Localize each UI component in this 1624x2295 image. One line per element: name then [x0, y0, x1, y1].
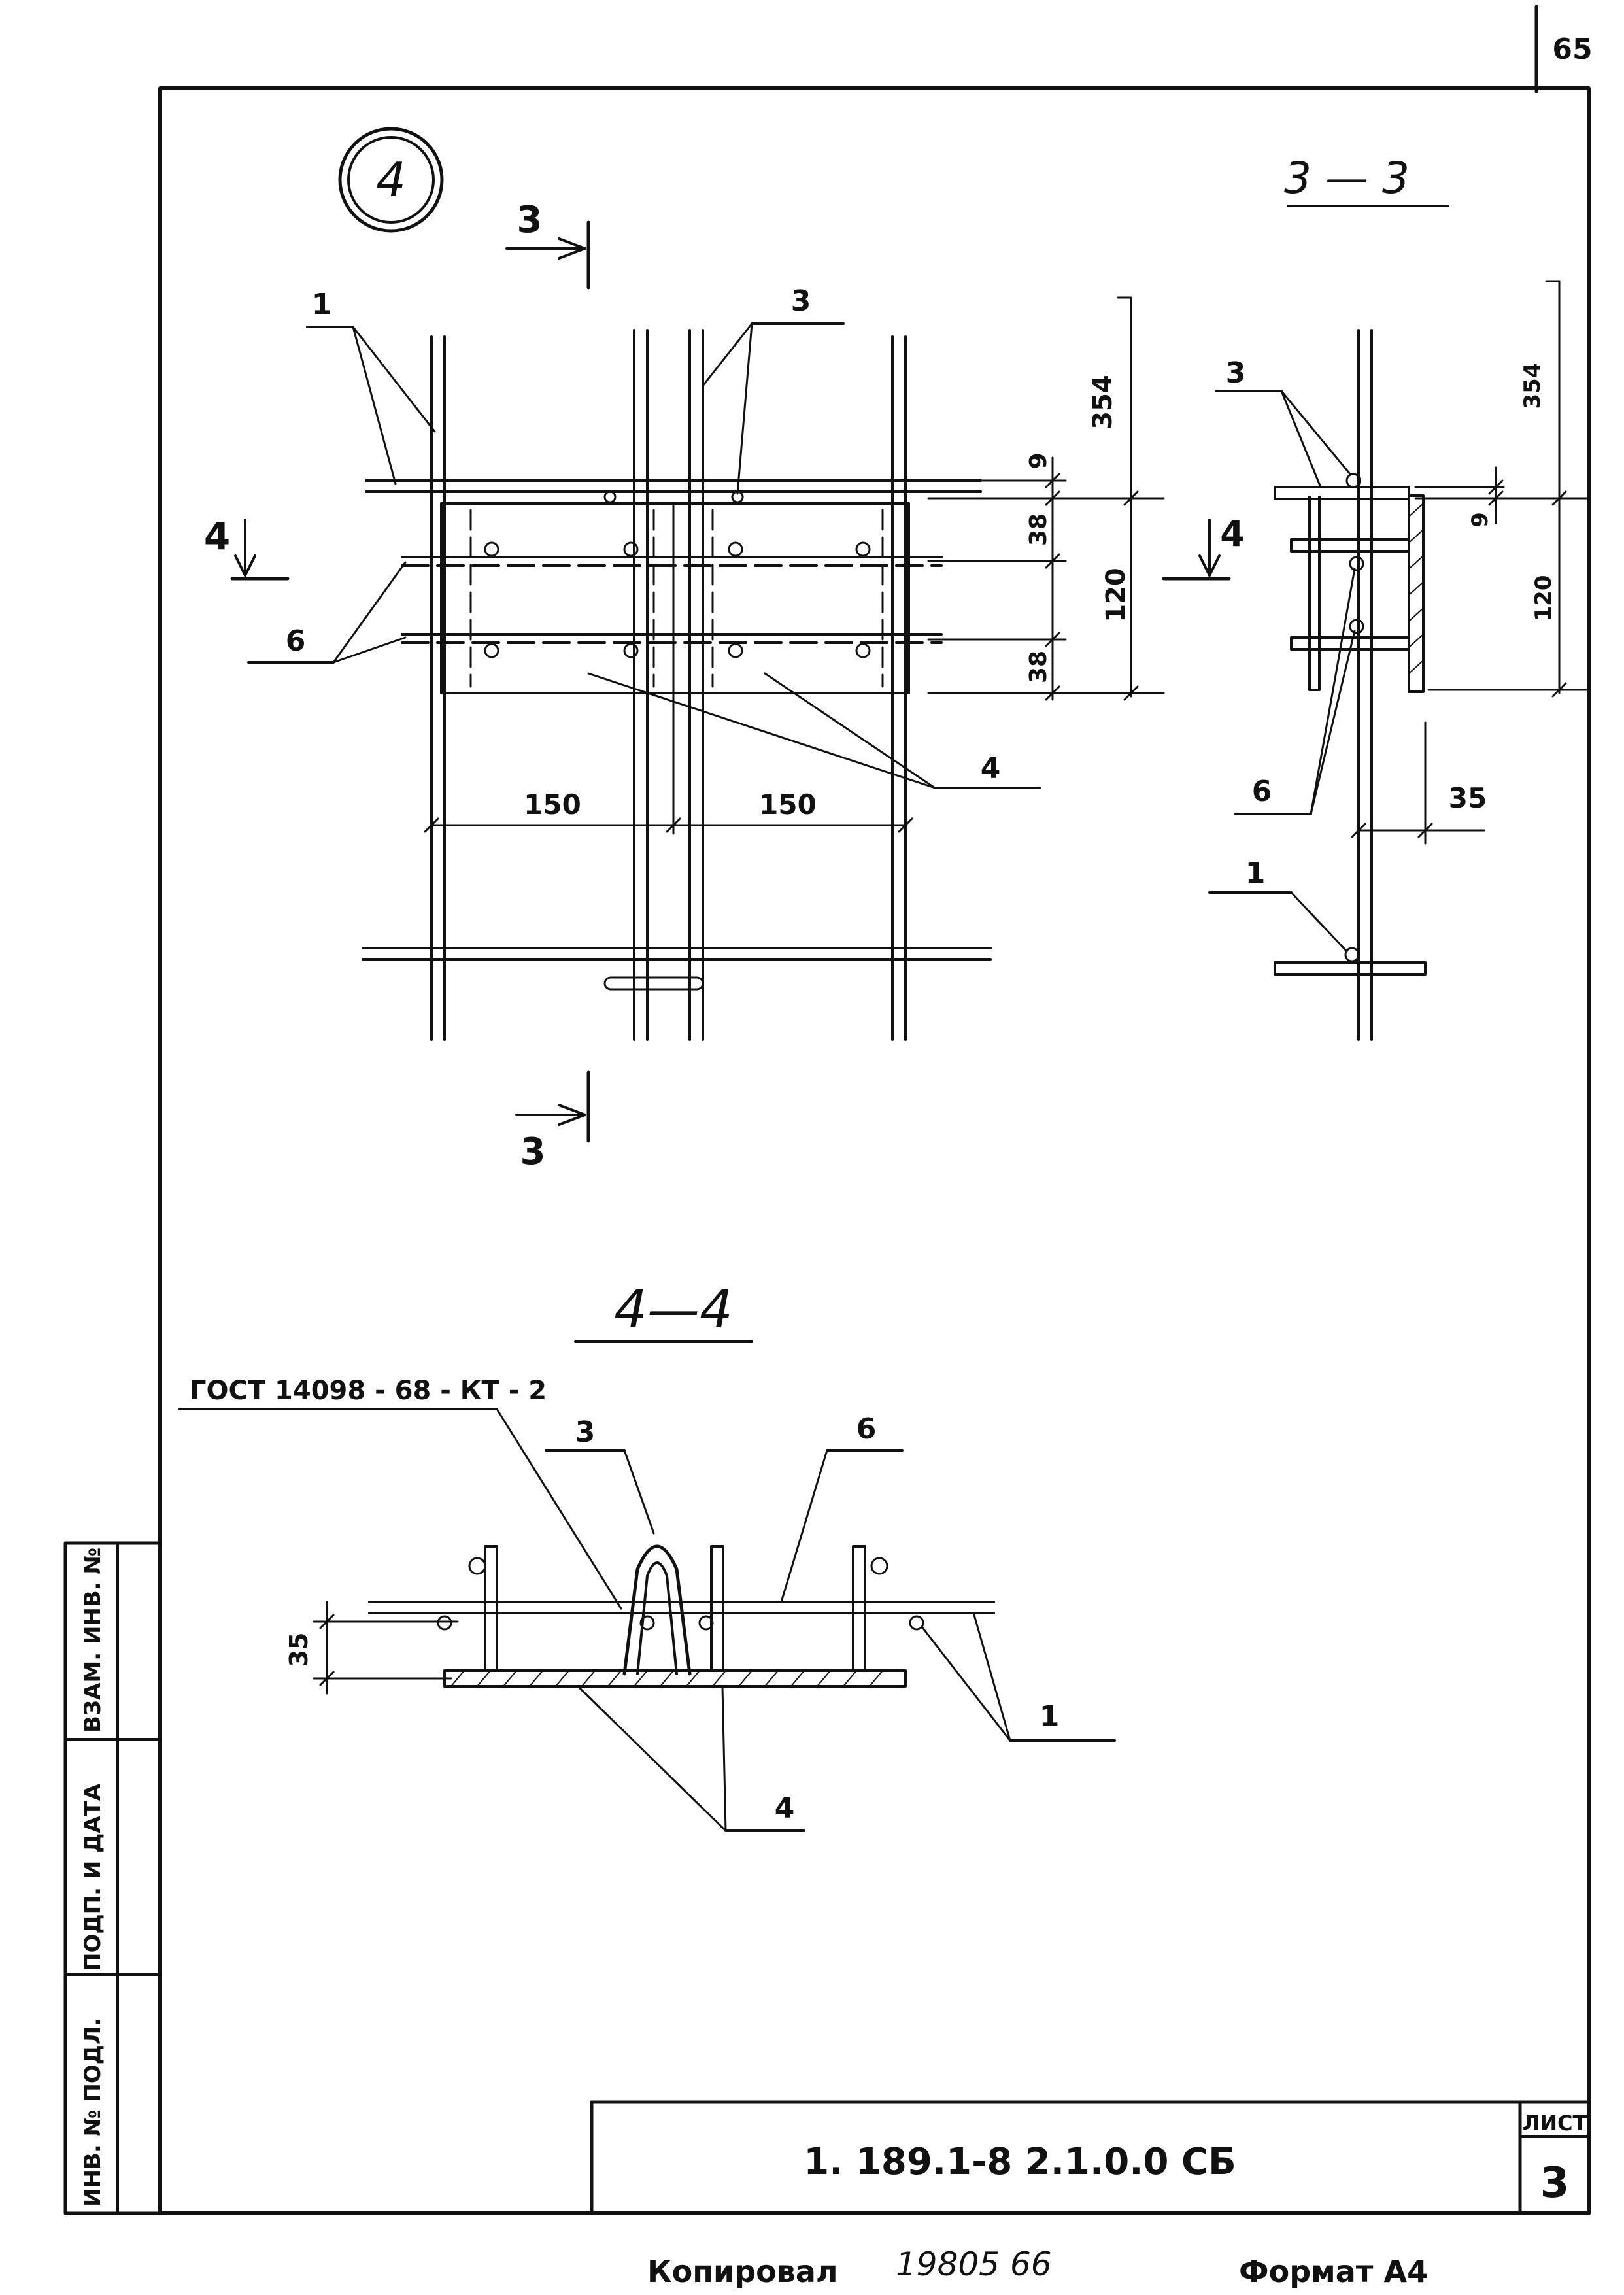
s33-dim-120: 120 — [1531, 575, 1557, 622]
s33-leader-3: 3 — [1226, 356, 1246, 390]
gost-note: ГОСТ 14098 - 68 - КТ - 2 — [190, 1376, 547, 1406]
page-number-area: 65 — [1534, 5, 1593, 94]
section-3-3-title: 3 — 3 — [1284, 153, 1410, 203]
s44-leader-1: 1 — [1040, 1700, 1060, 1733]
s33-leader-1: 1 — [1245, 857, 1266, 890]
plan-dim-38b: 38 — [1025, 651, 1052, 683]
s44-dim-35: 35 — [284, 1633, 313, 1667]
svg-text:4: 4 — [376, 152, 406, 207]
s44-leader-6: 6 — [856, 1412, 877, 1446]
plan-dim-9: 9 — [1025, 452, 1052, 469]
plan-dimensions — [424, 296, 1165, 835]
section-mark-4-left: 4 — [204, 514, 230, 558]
footer-format: Формат А4 — [1239, 2254, 1428, 2289]
sheet-label: ЛИСТ — [1523, 2111, 1587, 2135]
footer-copied-label: Копировал — [647, 2254, 838, 2289]
plan-view: 1 3 6 4 — [204, 199, 1245, 1173]
section-mark-4-right: 4 — [1220, 513, 1245, 554]
s33-dim-9: 9 — [1467, 512, 1493, 528]
plan-dim-150b: 150 — [759, 789, 817, 821]
plan-dim-38a: 38 — [1025, 513, 1052, 546]
s44-leader-3: 3 — [575, 1416, 596, 1449]
stamp-podp-data: ПОДП. И ДАТА — [80, 1783, 106, 1971]
stamp-inv-podl: ИНВ. № ПОДЛ. — [80, 2018, 106, 2207]
sheet-number: 3 — [1540, 2159, 1570, 2207]
section-4-4-title: 4—4 — [614, 1279, 733, 1340]
sheet-frame — [63, 86, 1591, 2215]
section-4-4-view: 4—4 ГОСТ 14098 - 68 - КТ - 2 — [178, 1279, 1116, 1832]
plan-dim-120: 120 — [1101, 568, 1131, 622]
s33-leader-6: 6 — [1252, 775, 1272, 808]
drawing-designation: 1. 189.1-8 2.1.0.0 СБ — [804, 2141, 1236, 2183]
s33-dim-354: 354 — [1519, 363, 1546, 409]
detail-marker: 4 — [338, 127, 444, 233]
stamp-vzam-inv: ВЗАМ. ИНВ. № — [80, 1548, 106, 1733]
plan-leader-6: 6 — [286, 624, 306, 658]
vertical-bars — [430, 329, 907, 1041]
s33-dim-35: 35 — [1449, 782, 1487, 814]
plan-leader-3: 3 — [791, 284, 811, 318]
section-mark-3-top: 3 — [517, 199, 543, 241]
plan-leader-4: 4 — [981, 752, 1001, 785]
plan-dim-150a: 150 — [524, 789, 581, 821]
page-number: 65 — [1552, 33, 1592, 66]
s44-leader-4: 4 — [775, 1792, 795, 1825]
section-3-3-view: 3 — 3 3 6 1 — [1208, 153, 1590, 1041]
plan-leader-1: 1 — [312, 288, 332, 321]
footer-copied-number: 19805 66 — [896, 2245, 1052, 2283]
section-mark-3-bottom: 3 — [520, 1130, 546, 1173]
plan-dim-354: 354 — [1088, 375, 1118, 430]
